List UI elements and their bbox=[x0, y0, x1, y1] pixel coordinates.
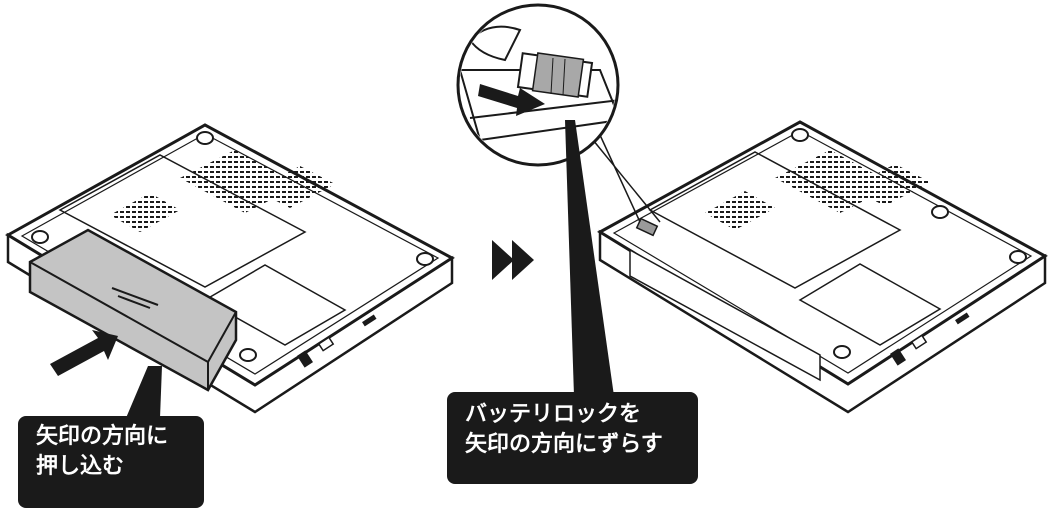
callout-pointer bbox=[565, 120, 614, 396]
callout-pointer bbox=[126, 366, 162, 418]
callout-text-line: 矢印の方向に bbox=[36, 424, 169, 449]
instruction-callout-lock: バッテリロックを 矢印の方向にずらす bbox=[447, 392, 698, 484]
magnifier-leader-lines bbox=[592, 134, 661, 223]
vent-grille bbox=[255, 166, 335, 208]
callout-text-line: バッテリロックを bbox=[465, 402, 642, 427]
slide-arrow-icon bbox=[478, 84, 545, 116]
callout-text-line: 押し込む bbox=[36, 453, 125, 479]
drive-cover bbox=[203, 264, 347, 346]
battery-lock bbox=[635, 217, 659, 237]
vent-grille bbox=[110, 193, 180, 232]
double-chevron-right-icon bbox=[492, 240, 534, 280]
callout-text-line: 矢印の方向にずらす bbox=[465, 431, 663, 457]
battery-pack bbox=[28, 228, 238, 392]
battery-lock-zoomed bbox=[531, 52, 585, 98]
instruction-callout-push: 矢印の方向に 押し込む bbox=[18, 416, 204, 508]
right-laptop bbox=[597, 120, 1048, 414]
memory-cover bbox=[58, 154, 307, 288]
push-arrow-icon bbox=[50, 330, 118, 376]
left-laptop bbox=[5, 123, 455, 414]
